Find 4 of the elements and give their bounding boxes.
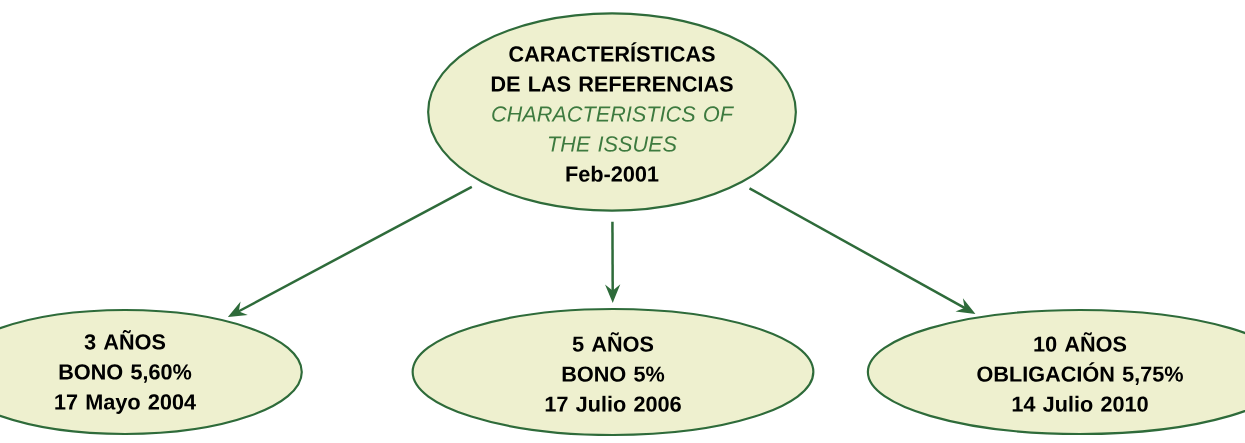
ellipse-node: 5 AÑOS BONO 5% 17 Julio 2006 xyxy=(411,307,815,437)
ellipse-node: 10 AÑOS OBLIGACIÓN 5,75% 14 Julio 2010 xyxy=(866,308,1245,436)
ellipse-node: CARACTERÍSTICAS DE LAS REFERENCIAS CHARACTERISTICS OF THE ISSUES Feb-2001 xyxy=(427,12,797,212)
ellipse-node: 3 AÑOS BONO 5,60% 17 Mayo 2004 xyxy=(0,308,303,436)
